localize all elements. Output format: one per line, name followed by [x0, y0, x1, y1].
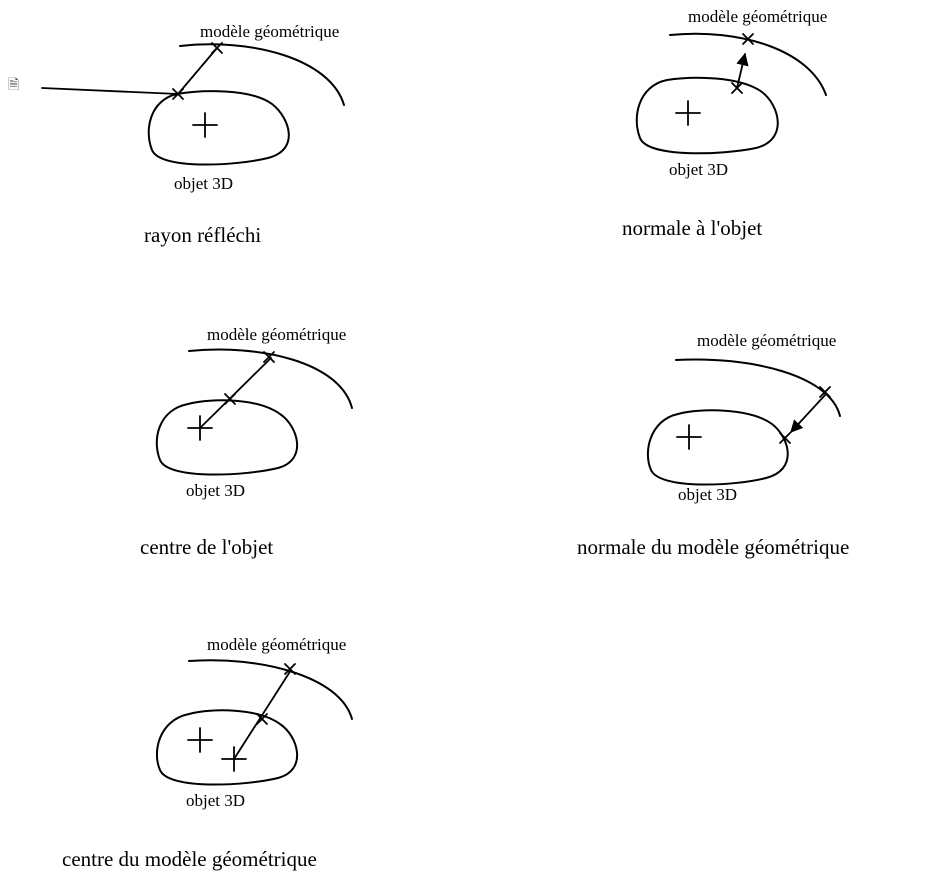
intersection-cross-marker — [819, 386, 831, 398]
intersection-cross-marker — [256, 713, 268, 725]
intersection-cross-marker — [779, 432, 791, 444]
geometric-model-label: modèle géométrique — [207, 325, 346, 344]
panel-caption: normale du modèle géométrique — [577, 535, 849, 559]
model-center-ray-line — [233, 669, 292, 760]
intersection-cross-marker — [742, 33, 754, 45]
object-3d-label: objet 3D — [186, 481, 245, 500]
center-ray-line — [199, 357, 272, 429]
panel-caption: centre du modèle géométrique — [62, 847, 317, 871]
geometric-model-label: modèle géométrique — [688, 7, 827, 26]
intersection-cross-marker — [263, 351, 275, 363]
object-center-plus — [192, 112, 218, 138]
object-center-plus — [187, 727, 213, 753]
object-3d-outline — [147, 90, 290, 166]
intersection-cross-marker — [284, 663, 296, 675]
object-center-plus — [675, 100, 701, 126]
reflected-ray-line — [177, 47, 218, 95]
object-3d-label: objet 3D — [174, 174, 233, 193]
intersection-cross-marker — [172, 88, 184, 100]
panel-caption: normale à l'objet — [622, 216, 762, 240]
panel-caption: rayon réfléchi — [144, 223, 261, 247]
geometric-model-label: modèle géométrique — [697, 331, 836, 350]
panel-centre-modele: modèle géométrique objet 3D centre du mo… — [62, 635, 353, 871]
object-3d-outline — [635, 76, 779, 155]
object-3d-label: objet 3D — [186, 791, 245, 810]
geometric-model-curve — [179, 43, 345, 106]
geometric-model-label: modèle géométrique — [200, 22, 339, 41]
panel-centre-objet: modèle géométrique objet 3D centre de l'… — [140, 325, 353, 559]
panel-normale-modele: modèle géométrique objet 3D normale du m… — [577, 331, 849, 559]
intersection-cross-marker — [211, 42, 223, 54]
incoming-ray-line — [41, 87, 179, 95]
object-center-plus — [676, 424, 702, 450]
panel-caption: centre de l'objet — [140, 535, 273, 559]
geometric-model-curve — [669, 32, 827, 96]
intersection-cross-marker — [731, 82, 743, 94]
geometric-model-label: modèle géométrique — [207, 635, 346, 654]
panel-rayon-reflechi: modèle géométrique objet 3D rayon réfléc… — [41, 22, 345, 247]
document-icon[interactable]: 🗎 — [8, 77, 20, 93]
object-3d-outline — [156, 709, 298, 786]
object-3d-outline — [647, 409, 789, 486]
model-normal-arrow — [790, 393, 827, 433]
panel-normale-objet: modèle géométrique objet 3D normale à l'… — [622, 7, 827, 240]
object-3d-outline — [155, 399, 298, 476]
object-3d-label: objet 3D — [669, 160, 728, 179]
geometric-model-curve — [675, 358, 841, 417]
object-3d-label: objet 3D — [678, 485, 737, 504]
object-normal-arrow — [736, 52, 749, 89]
intersection-cross-marker — [224, 393, 236, 405]
geometric-model-curve — [188, 348, 353, 409]
